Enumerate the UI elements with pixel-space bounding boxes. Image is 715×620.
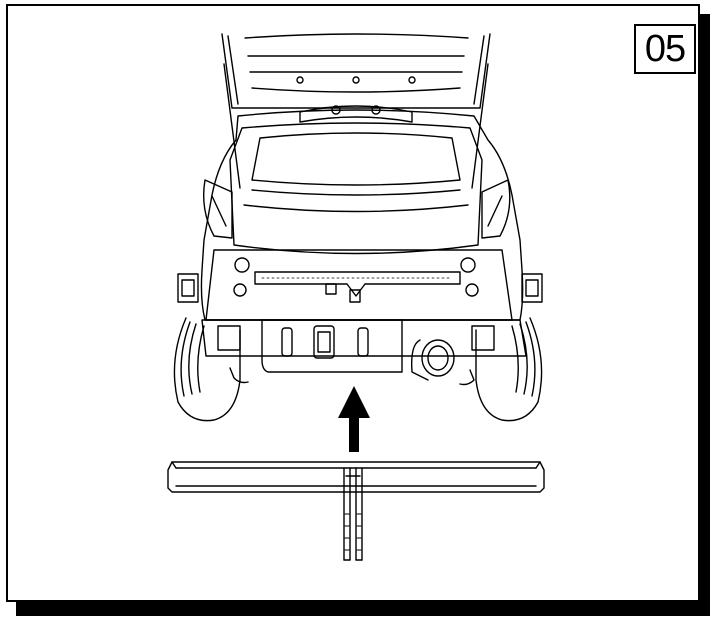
right-tyre <box>475 317 543 422</box>
rear-chassis <box>201 319 527 386</box>
exhaust-pipe <box>410 339 455 381</box>
rear-panel <box>177 249 543 321</box>
tow-bar-crossbeam <box>167 461 545 561</box>
left-tyre <box>173 317 241 422</box>
open-tailgate <box>221 33 491 189</box>
car-body <box>200 105 524 321</box>
step-number: 05 <box>644 28 686 70</box>
car-rear-view <box>173 33 543 422</box>
step-number-badge: 05 <box>634 24 696 74</box>
up-arrow-icon <box>338 386 370 452</box>
instruction-panel <box>6 4 700 602</box>
